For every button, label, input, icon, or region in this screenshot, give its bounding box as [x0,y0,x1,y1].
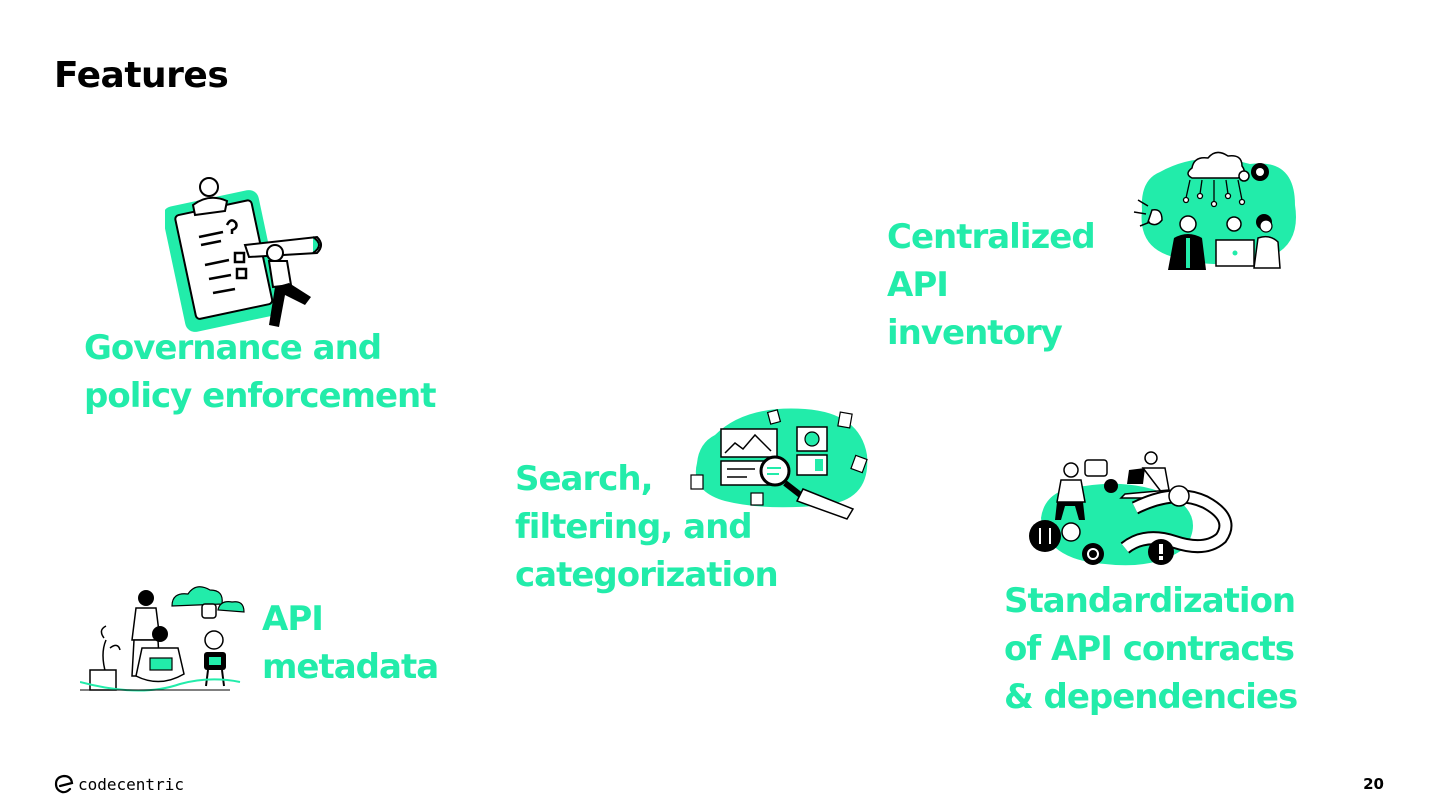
feature-line: metadata [262,647,439,687]
feature-line: Standardization [1004,581,1296,621]
feature-line: Governance and [84,328,382,368]
feature-line: inventory [887,313,1063,353]
brand-name: codecentric [78,774,184,794]
feature-line: Centralized [887,217,1096,257]
feature-line: policy enforcement [84,376,437,416]
feature-line: categorization [515,555,779,595]
slide-title: Features [54,55,229,96]
page-number: 20 [1363,775,1384,793]
feature-search: Search, filtering, and categorization [515,455,779,599]
brand-logo: codecentric [54,772,184,796]
feature-standardization: Standardization of API contracts & depen… [1004,577,1298,721]
magnifier-dashboard-icon [690,408,868,520]
people-robot-cloud-icon [80,586,245,692]
feature-line: & dependencies [1004,677,1298,717]
feature-line: filtering, and [515,507,753,547]
clipboard-checklist-icon [165,177,322,332]
feature-governance: Governance and policy enforcement [84,324,437,420]
feature-line: API [887,265,949,305]
feature-line: of API contracts [1004,629,1295,669]
codecentric-logo-icon [54,774,74,794]
feature-line: Search, [515,459,654,499]
feature-line: API [262,599,324,639]
feature-metadata: API metadata [262,595,439,691]
team-cloud-icon [1133,151,1296,270]
people-pipeline-icon [1029,451,1233,566]
feature-inventory: Centralized API inventory [887,213,1096,357]
